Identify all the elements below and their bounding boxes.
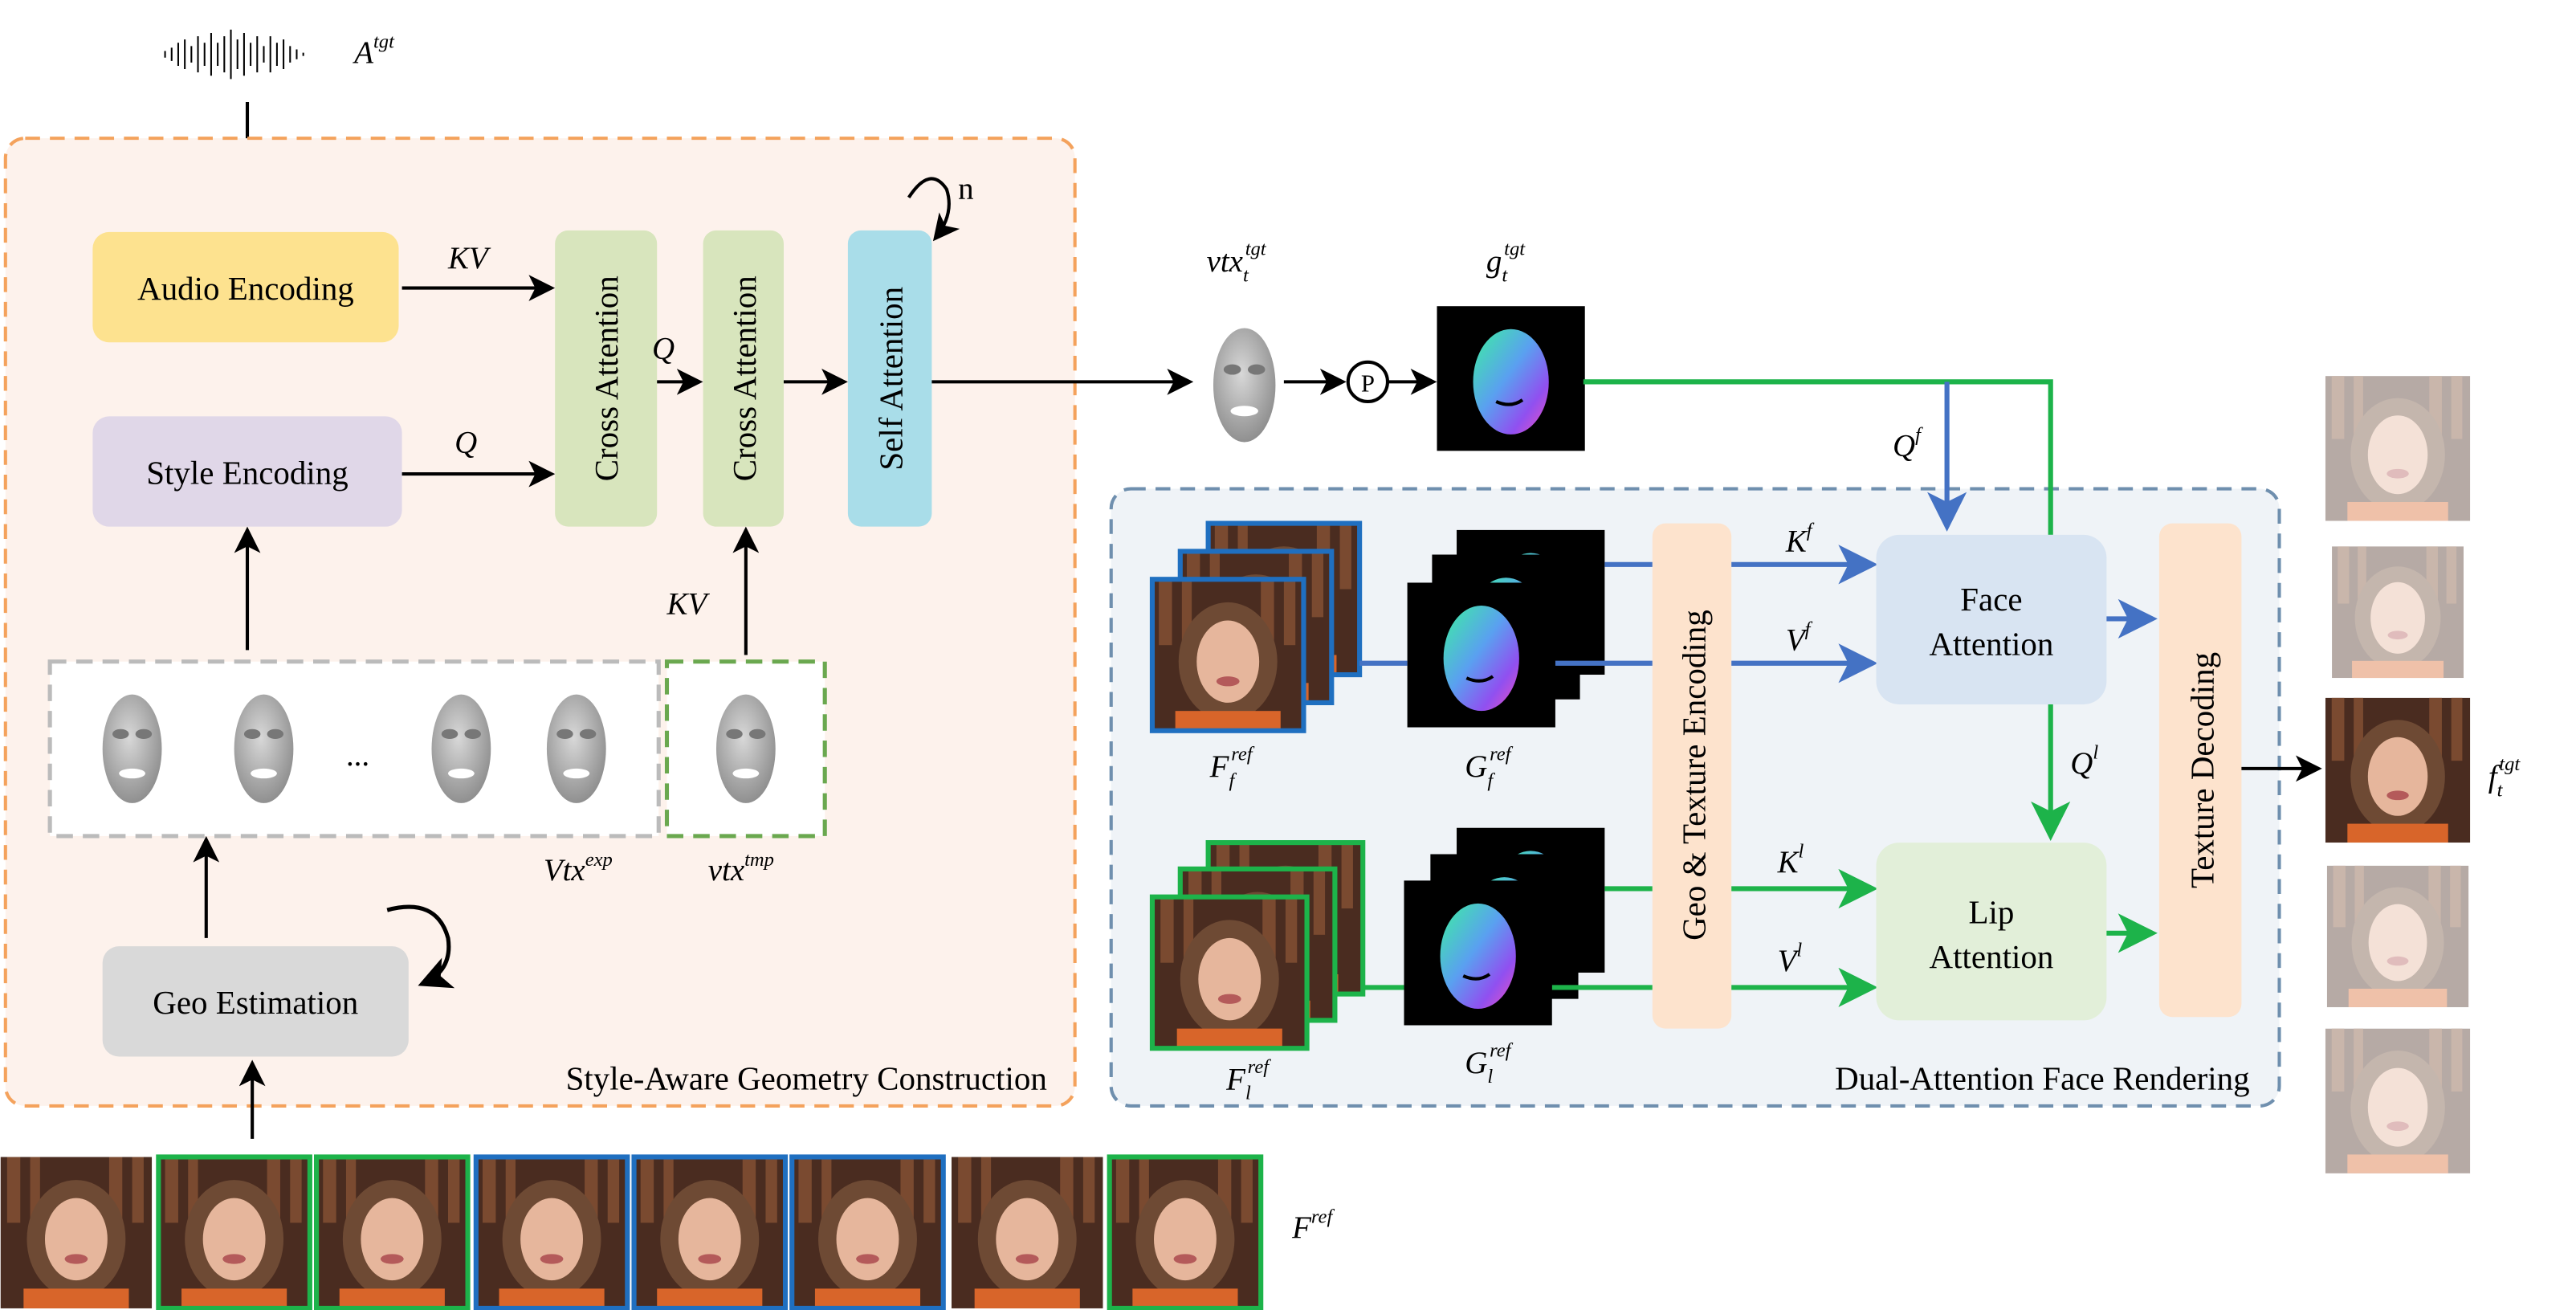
mesh-face	[431, 694, 491, 803]
loop-count: n	[958, 172, 973, 206]
edge-label-q: Q	[454, 425, 477, 459]
mesh-face	[546, 694, 606, 803]
lip-geometry-maps	[1404, 828, 1604, 1026]
loop-arrow-icon	[386, 904, 455, 989]
reference-frames-row	[0, 1154, 1264, 1310]
reference-frame	[475, 1157, 628, 1308]
audio-label: Atgt	[352, 31, 395, 69]
texture-decoding-label: Texture Decoding	[2184, 652, 2221, 888]
geometry-module-title: Style-Aware Geometry Construction	[566, 1059, 1047, 1096]
v-face-label: Vf	[1786, 618, 1813, 657]
reference-frames-label: Fref	[1291, 1206, 1335, 1244]
lip-geo-label: Glref	[1465, 1039, 1513, 1088]
rendering-module-title: Dual-Attention Face Rendering	[1835, 1059, 2250, 1096]
edge-label-q-cross: Q	[652, 332, 675, 366]
q-lip-label: Ql	[2070, 742, 2098, 781]
cross-attention-block-2	[703, 230, 784, 527]
audio-waveform-icon	[164, 29, 304, 80]
audio-encoding-block	[92, 231, 399, 343]
loop-arrow-icon	[907, 177, 960, 242]
self-attention-label: Self Attention	[873, 287, 910, 471]
face-attention-label: Attention	[1930, 626, 2054, 663]
face-reference-frames	[1149, 520, 1363, 733]
v-lip-label: Vl	[1778, 939, 1803, 977]
reference-frame	[634, 1157, 786, 1308]
output-frame-label: fttgt	[2488, 753, 2521, 802]
style-encoding-label: Style Encoding	[146, 454, 348, 491]
reference-frame	[792, 1157, 944, 1308]
face-attention-label: Face	[1960, 581, 2022, 618]
self-attention-block	[847, 230, 932, 527]
lip-attention-label: Attention	[1930, 938, 2054, 975]
geo-texture-encoding-label: Geo & Texture Encoding	[1675, 610, 1712, 941]
reference-frame	[1109, 1157, 1262, 1308]
projection-label: P	[1361, 370, 1375, 398]
cross-attention-label-2: Cross Attention	[726, 275, 763, 481]
vtx-tmp-label: vtxtmp	[708, 849, 774, 888]
reference-frame	[316, 1157, 468, 1308]
texture-decoding-block	[2158, 523, 2242, 1018]
face-geo-label: Gfref	[1465, 744, 1513, 792]
mesh-face	[102, 694, 162, 803]
reference-frame	[0, 1157, 153, 1308]
lip-reference-frames	[1149, 840, 1366, 1051]
lip-attention-block	[1876, 843, 2107, 1021]
audio-encoding-label: Audio Encoding	[137, 270, 354, 307]
edge-label-kv: KV	[447, 241, 491, 275]
cross-attention-label-1: Cross Attention	[588, 275, 625, 481]
output-frames	[2325, 376, 2471, 1173]
mesh-face	[234, 694, 294, 803]
face-frames-label: Ffref	[1209, 744, 1255, 792]
target-geometry-map	[1437, 306, 1584, 451]
face-attention-block	[1876, 534, 2107, 704]
template-mesh-face	[715, 694, 776, 803]
reference-frame	[158, 1157, 310, 1308]
target-vtx-label: vtxttgt	[1207, 239, 1267, 287]
edge-label-kv-tmp: KV	[666, 586, 711, 621]
target-geometry-label: gttgt	[1486, 239, 1526, 287]
target-mesh-face	[1213, 328, 1276, 443]
reference-frame	[951, 1157, 1103, 1308]
face-geometry-maps	[1408, 530, 1605, 728]
lip-frames-label: Flref	[1225, 1056, 1271, 1104]
cross-attention-block-1	[555, 230, 658, 527]
geo-estimation-label: Geo Estimation	[153, 984, 358, 1021]
geo-texture-encoding-block	[1652, 523, 1732, 1029]
k-face-label: Kf	[1785, 520, 1815, 558]
style-encoding-block	[92, 416, 402, 527]
vtx-exp-label: Vtxexp	[544, 849, 613, 888]
ellipsis: ...	[346, 738, 369, 773]
q-face-label: Qf	[1893, 424, 1923, 463]
k-lip-label: Kl	[1777, 841, 1804, 879]
geo-estimation-block	[102, 946, 409, 1057]
current-output-frame	[2325, 697, 2471, 843]
lip-attention-label: Lip	[1968, 893, 2014, 930]
